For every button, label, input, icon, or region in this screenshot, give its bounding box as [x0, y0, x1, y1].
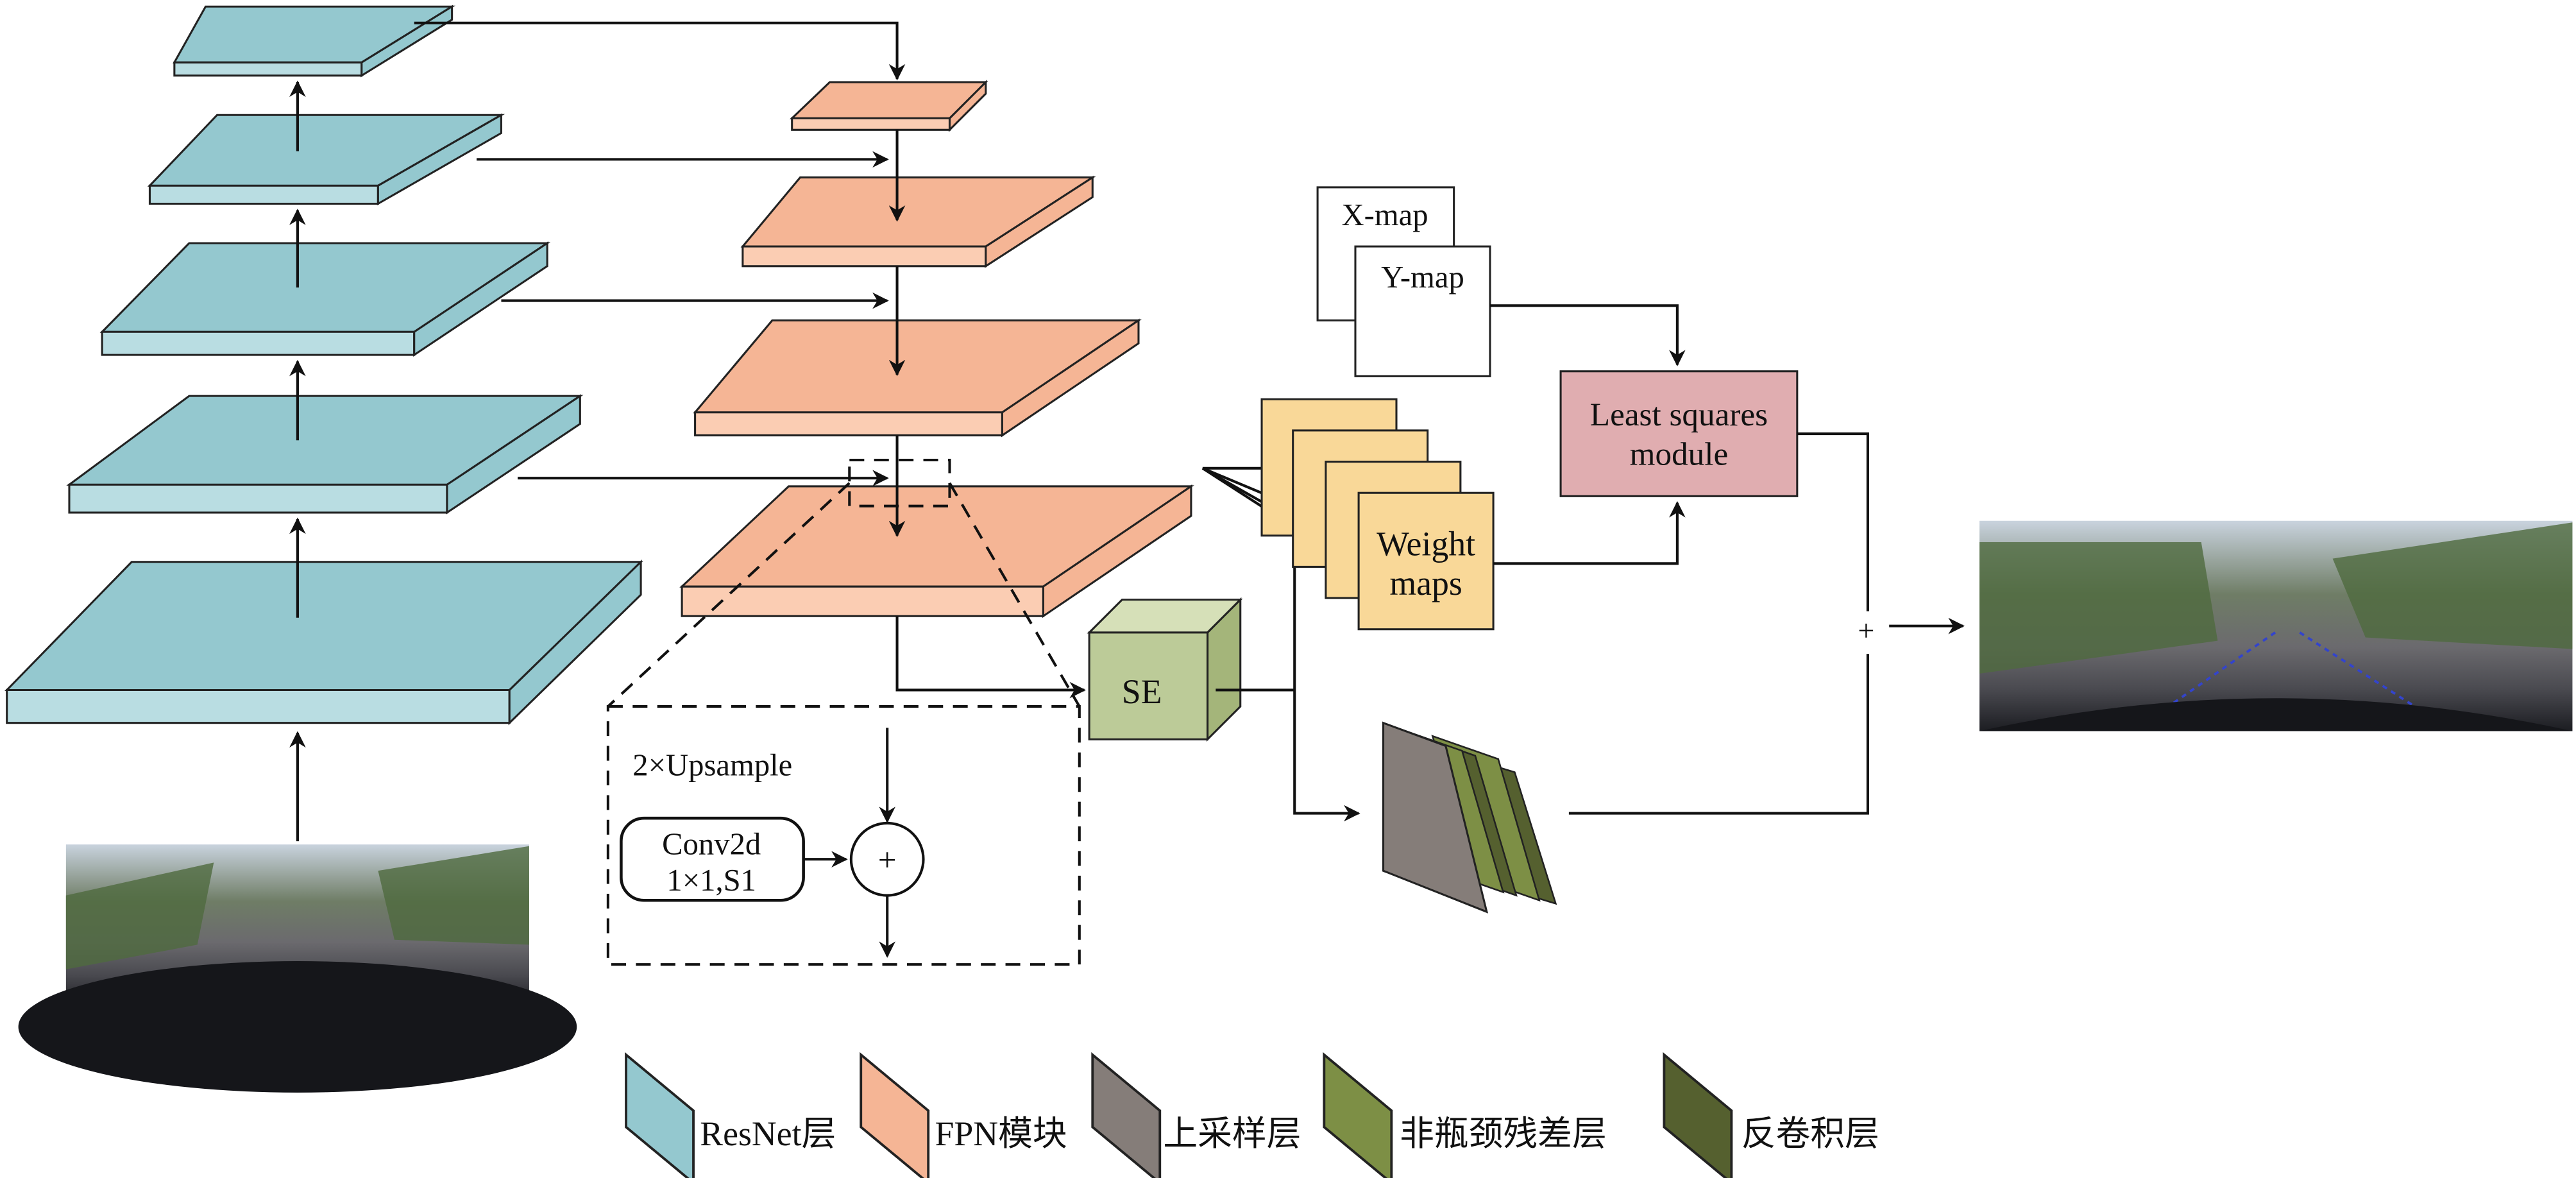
fpn-layer-4 [679, 484, 1194, 619]
sum-symbol: + [1858, 615, 1874, 647]
upsample-label: 2×Upsample [632, 748, 792, 783]
conv2d-params: 1×1,S1 [666, 863, 756, 898]
resnet-layer-4 [147, 113, 505, 206]
svg-text:反卷积层: 反卷积层 [1741, 1114, 1879, 1153]
legend-item-non-bottleneck: 非瓶颈残差层 [1323, 1052, 1607, 1178]
least-squares-label-2: module [1630, 436, 1729, 473]
lateral-connections [414, 21, 906, 486]
se-label: SE [1122, 672, 1162, 711]
input-image [18, 844, 577, 1093]
fpn-layer-3 [693, 318, 1142, 438]
resnet-layer-5 [173, 4, 456, 78]
svg-text:ResNet层: ResNet层 [700, 1114, 836, 1153]
decoder-stack [1382, 721, 1557, 914]
se-block: SE [1087, 597, 1243, 742]
resnet-layer-3 [99, 241, 551, 357]
legend-item-fpn: FPN模块 [860, 1052, 1067, 1178]
fpn-module [679, 80, 1194, 699]
svg-text:上采样层: 上采样层 [1163, 1114, 1301, 1153]
resnet-backbone [4, 4, 643, 842]
resnet-layer-1 [4, 559, 643, 726]
conv2d-label: Conv2d [662, 827, 761, 862]
svg-text:非瓶颈残差层: 非瓶颈残差层 [1400, 1114, 1607, 1153]
svg-text:FPN模块: FPN模块 [935, 1114, 1067, 1153]
x-map-label: X-map [1342, 198, 1428, 232]
legend-item-upsample: 上采样层 [1091, 1052, 1301, 1178]
legend-item-resnet: ResNet层 [625, 1052, 836, 1178]
fpn-layer-1 [789, 80, 988, 133]
weight-maps-label: Weight [1377, 525, 1475, 563]
output-image [1979, 520, 2573, 731]
weight-maps-stack: Weight maps [1260, 398, 1495, 631]
least-squares-label: Least squares [1590, 397, 1768, 433]
coordinate-maps: X-map Y-map [1316, 186, 1491, 377]
legend-item-deconv: 反卷积层 [1663, 1052, 1879, 1178]
upsample-detail: 2×Upsample Conv2d 1×1,S1 + [606, 458, 1081, 966]
add-symbol: + [878, 842, 897, 878]
least-squares-module: Least squares module [1559, 370, 1799, 497]
fpn-layer-2 [740, 175, 1096, 268]
resnet-layer-2 [66, 394, 584, 515]
y-map-label: Y-map [1381, 260, 1464, 294]
legend: ResNet层 FPN模块 上采样层 非瓶颈残差层 反卷积层 [625, 1052, 1879, 1178]
weight-maps-label-2: maps [1389, 564, 1462, 602]
